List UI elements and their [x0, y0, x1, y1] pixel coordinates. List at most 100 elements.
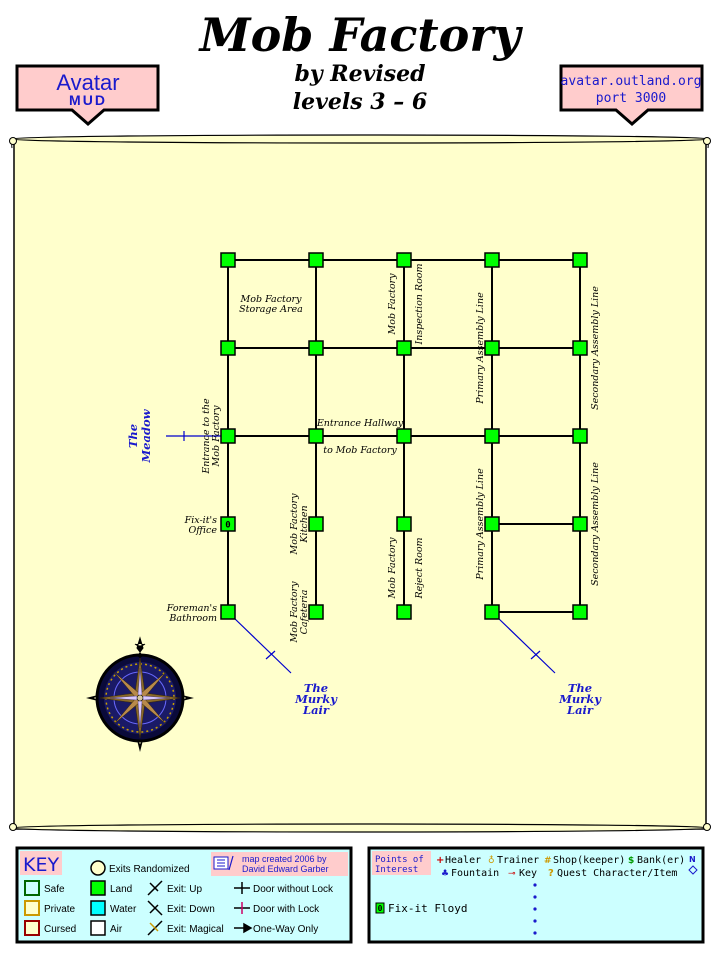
- points-of-interest-panel: Points of Interest + Healer ♁ Trainer # …: [367, 846, 705, 944]
- exit-tick-murky-2: [530, 650, 541, 660]
- room-r25[interactable]: [572, 604, 588, 620]
- label-fixit-2: Office: [189, 525, 218, 536]
- room-r5[interactable]: [572, 252, 588, 268]
- room-r16[interactable]: 0: [220, 516, 236, 532]
- room-square: [308, 516, 324, 532]
- label-cafeteria-a: Mob Factory: [289, 581, 300, 644]
- key-one-way: One-Way Only: [253, 924, 318, 935]
- map-byline: by Revised levels 3 – 6: [0, 60, 720, 116]
- room-square: [396, 340, 412, 356]
- badge-host-text: avatar.outland.org: [561, 74, 702, 89]
- exit-magical-icon: [147, 920, 163, 936]
- avatar-mud-badge[interactable]: Avatar MUD: [15, 64, 160, 126]
- label-storage-1: Mob Factory: [240, 294, 303, 305]
- key-cursed-swatch: [24, 920, 40, 936]
- key-private-swatch: [24, 900, 40, 916]
- room-r19[interactable]: [484, 516, 500, 532]
- poi-healer: Healer: [445, 855, 481, 866]
- room-r20[interactable]: [572, 516, 588, 532]
- exit-label-murky1-1: The: [304, 681, 328, 695]
- label-bathroom-1: Foreman's: [166, 603, 217, 614]
- exit-labels: The Meadow The Murky Lair The Murky Lair: [126, 408, 602, 717]
- poi-entry-marker: [375, 902, 385, 914]
- label-fixit-1: Fix-it's: [184, 515, 217, 526]
- room-poi-marker: 0: [225, 521, 230, 531]
- exit-up-icon: [147, 880, 163, 896]
- exits-randomized-icon: [90, 860, 106, 876]
- label-bathroom-2: Bathroom: [168, 613, 217, 624]
- room-square: [396, 428, 412, 444]
- key-water-swatch: [90, 900, 106, 916]
- server-address-badge[interactable]: avatar.outland.org port 3000: [559, 64, 704, 126]
- exit-label-murky1-2: Murky: [294, 692, 338, 706]
- key-air: Air: [110, 924, 123, 935]
- room-r9[interactable]: [484, 340, 500, 356]
- exit-line-murky-2: [496, 616, 556, 674]
- exit-label-murky2-1: The: [568, 681, 592, 695]
- key-door-no-lock: Door without Lock: [253, 884, 334, 895]
- room-r4[interactable]: [484, 252, 500, 268]
- door-lock-icon: [234, 902, 250, 914]
- healer-icon: +: [436, 855, 444, 866]
- door-no-lock-icon: [234, 882, 250, 894]
- bank-icon: $: [628, 856, 634, 866]
- exit-tick-murky-1: [265, 650, 276, 660]
- compass-rose-icon: [86, 636, 194, 752]
- room-r15[interactable]: [572, 428, 588, 444]
- room-square: [220, 428, 236, 444]
- exit-label-meadow-a: The: [126, 424, 140, 448]
- room-r10[interactable]: [572, 340, 588, 356]
- room-r17[interactable]: [308, 516, 324, 532]
- room-square: [484, 428, 500, 444]
- scroll-pen-icon: [213, 855, 234, 871]
- poi-title-1: Points of: [375, 855, 424, 865]
- room-r18[interactable]: [396, 516, 412, 532]
- room-r2[interactable]: [308, 252, 324, 268]
- label-inspection-b: Inspection Room: [414, 263, 425, 345]
- room-r22[interactable]: [308, 604, 324, 620]
- exit-lines: [166, 431, 556, 674]
- room-square: [308, 340, 324, 356]
- author-line: by Revised: [294, 61, 426, 87]
- key-land: Land: [110, 884, 132, 895]
- room-r21[interactable]: [220, 604, 236, 620]
- exit-down-icon: [147, 900, 163, 916]
- key-item-icon: ⊸: [508, 869, 516, 879]
- poi-fountain: Fountain: [451, 868, 499, 879]
- poi-key: Key: [519, 868, 537, 879]
- label-primary-top: Primary Assembly Line: [475, 292, 486, 405]
- room-square: [484, 340, 500, 356]
- label-secondary-bottom: Secondary Assembly Line: [590, 462, 601, 586]
- key-safe-swatch: [24, 880, 40, 896]
- room-square: [484, 252, 500, 268]
- label-reject-a: Mob Factory: [387, 537, 398, 600]
- room-square: [572, 252, 588, 268]
- room-r11[interactable]: [220, 428, 236, 444]
- levels-line: levels 3 – 6: [292, 89, 428, 115]
- room-square: [308, 428, 324, 444]
- label-secondary-top: Secondary Assembly Line: [590, 286, 601, 410]
- one-way-arrow-icon: [234, 922, 253, 934]
- poi-shop: Shop(keeper): [553, 855, 625, 866]
- room-square: [396, 252, 412, 268]
- key-panel: KEY Exits Randomized map created 2006 by…: [15, 846, 353, 944]
- room-r7[interactable]: [308, 340, 324, 356]
- exit-line-murky-1: [232, 616, 292, 674]
- fountain-icon: ♣: [441, 869, 449, 879]
- room-r1[interactable]: [220, 252, 236, 268]
- room-square: [572, 604, 588, 620]
- room-r6[interactable]: [220, 340, 236, 356]
- room-r8[interactable]: [396, 340, 412, 356]
- room-square: [308, 604, 324, 620]
- room-r24[interactable]: [484, 604, 500, 620]
- room-r12[interactable]: [308, 428, 324, 444]
- label-storage-2: Storage Area: [239, 304, 303, 315]
- room-r13[interactable]: [396, 428, 412, 444]
- room-r23[interactable]: [396, 604, 412, 620]
- key-door-lock: Door with Lock: [253, 904, 320, 915]
- room-r3[interactable]: [396, 252, 412, 268]
- key-air-swatch: [90, 920, 106, 936]
- room-r14[interactable]: [484, 428, 500, 444]
- label-kitchen-b: Kitchen: [299, 505, 310, 543]
